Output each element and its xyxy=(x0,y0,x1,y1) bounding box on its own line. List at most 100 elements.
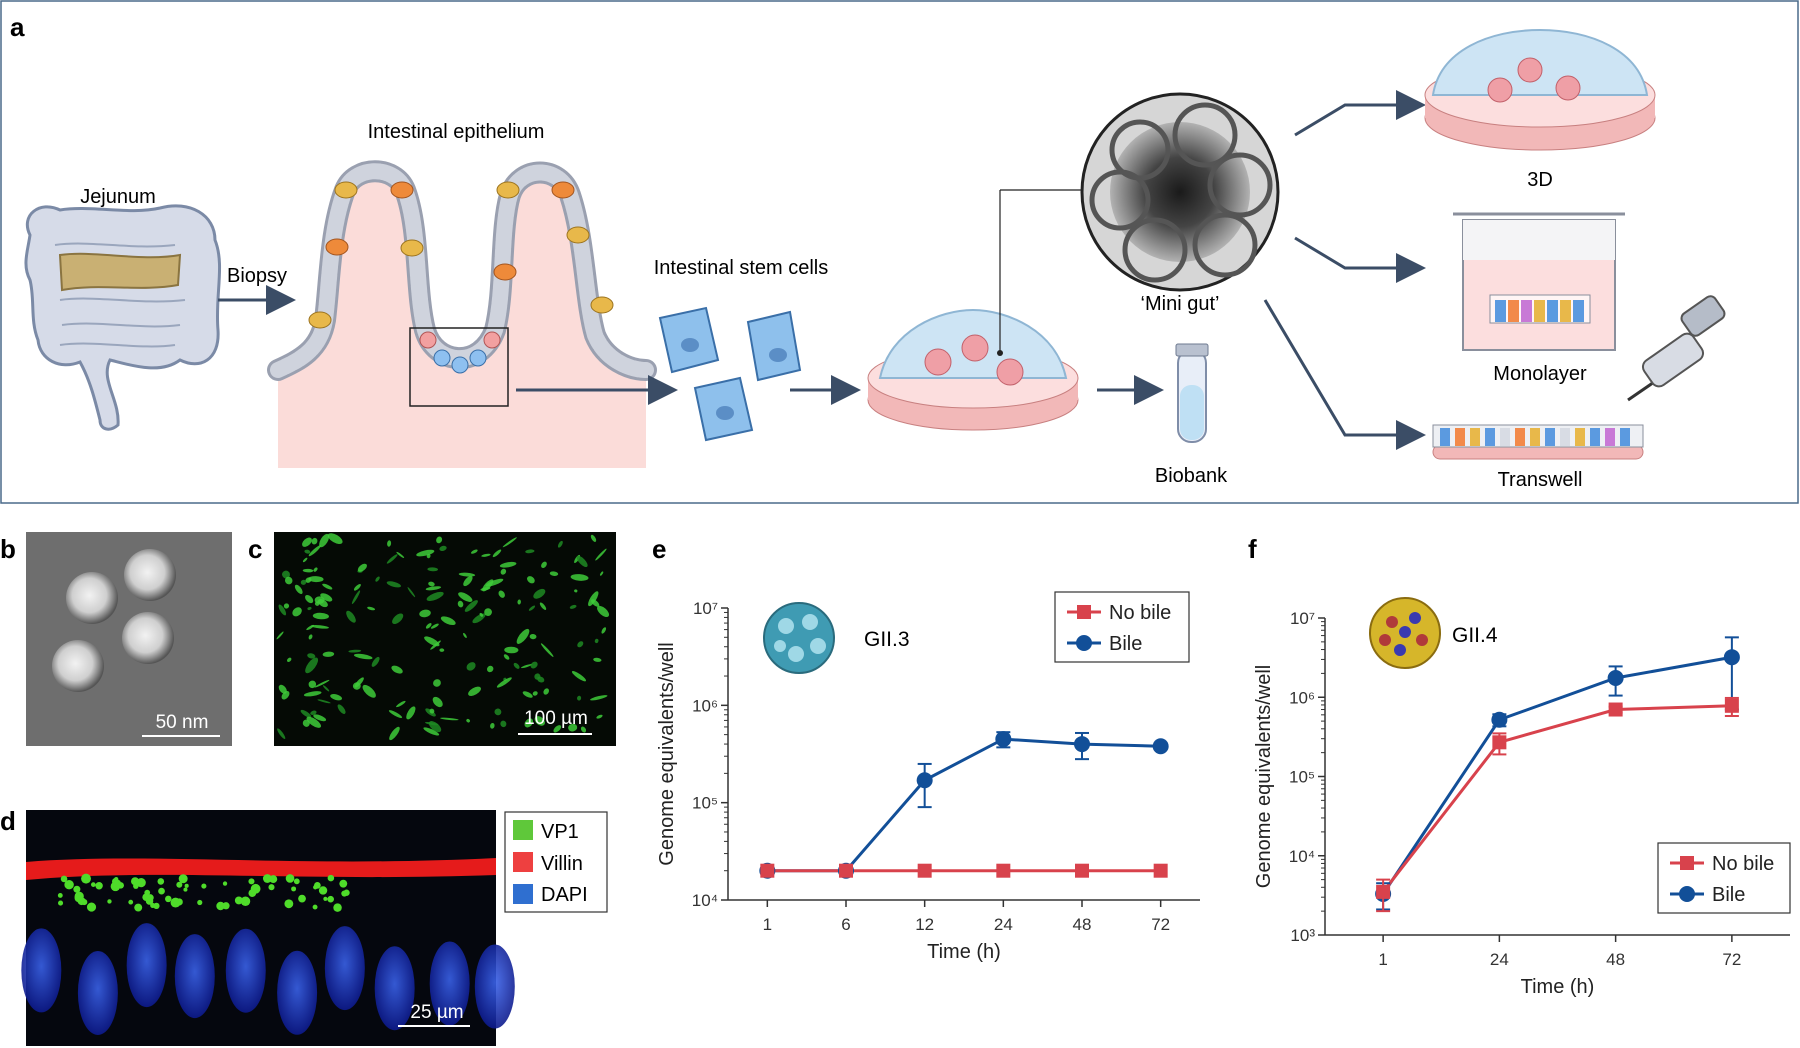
series-line-no-bile xyxy=(1381,704,1732,893)
vp1-punctum xyxy=(234,896,243,905)
vp1-punctum xyxy=(64,879,74,890)
vp1-speck xyxy=(496,677,512,688)
vlp-particle xyxy=(66,572,118,624)
y-axis-label: Genome equivalents/well xyxy=(656,642,678,865)
vp1-speck xyxy=(520,664,533,669)
vp1-punctum xyxy=(222,881,228,886)
vp1-speck xyxy=(302,568,314,573)
annotation-gii4: GII.4 xyxy=(1452,624,1498,647)
biobank-tube xyxy=(1175,343,1209,443)
arrow-to-3d xyxy=(1294,90,1426,137)
x-tick-label: 72 xyxy=(1151,915,1170,934)
stem-cells-label: Intestinal stem cells xyxy=(654,257,829,279)
vp1-speck xyxy=(312,612,329,620)
dome-culture xyxy=(867,308,1079,431)
fluorescence-image xyxy=(274,532,616,746)
data-point-circle xyxy=(995,731,1012,748)
vp1-speck xyxy=(427,567,439,572)
vp1-speck xyxy=(553,725,562,733)
vp1-punctum xyxy=(133,883,139,889)
x-tick-label: 24 xyxy=(994,915,1013,934)
vp1-speck xyxy=(601,627,607,634)
legend-box xyxy=(1054,591,1190,663)
vp1-punctum xyxy=(165,895,172,903)
vp1-punctum xyxy=(327,874,335,882)
vp1-speck xyxy=(426,591,444,601)
scale-label-b: 50 nm xyxy=(156,712,209,733)
biobank-label: Biobank xyxy=(1155,465,1228,487)
vp1-punctum xyxy=(183,887,188,892)
vp1-speck xyxy=(500,568,507,575)
vp1-speck xyxy=(470,549,478,554)
vp1-speck xyxy=(570,574,589,581)
y-tick-label: 10⁷ xyxy=(1290,609,1315,628)
vp1-speck xyxy=(307,653,316,659)
legend-marker xyxy=(1076,635,1092,651)
vp1-punctum xyxy=(58,900,64,906)
vp1-punctum xyxy=(170,897,181,908)
vp1-speck xyxy=(330,694,343,701)
panel-e-letter: e xyxy=(652,534,666,564)
data-point-square xyxy=(1724,698,1739,713)
panel-b-letter: b xyxy=(0,534,16,564)
vp1-speck xyxy=(457,600,464,608)
vp1-speck xyxy=(486,665,494,673)
vp1-speck xyxy=(314,679,330,688)
vp1-speck xyxy=(428,581,435,587)
x-axis-label: Time (h) xyxy=(927,941,1001,963)
dapi-nucleus xyxy=(225,928,266,1013)
vp1-speck xyxy=(283,603,290,609)
vlp-particle xyxy=(122,612,174,664)
x-tick-label: 48 xyxy=(1073,915,1092,934)
vp1-punctum xyxy=(73,885,81,893)
vp1-punctum xyxy=(248,889,257,897)
vp1-punctum xyxy=(136,877,146,888)
dapi-nucleus xyxy=(324,926,365,1011)
panel-b: b 50 nm xyxy=(0,532,232,746)
vp1-speck xyxy=(532,691,538,696)
vp1-punctum xyxy=(146,894,154,902)
jejunum-label: Jejunum xyxy=(80,186,156,208)
legend-marker xyxy=(1680,856,1694,870)
vp1-speck xyxy=(277,728,286,740)
intestine-illustration xyxy=(24,204,222,431)
vp1-speck xyxy=(541,561,547,569)
vp1-speck xyxy=(500,720,507,728)
vp1-speck xyxy=(354,677,364,688)
vp1-speck xyxy=(593,657,602,662)
vp1-speck xyxy=(429,708,435,714)
vp1-speck xyxy=(504,646,519,654)
vp1-speck xyxy=(464,600,478,612)
scale-label-d: 25 µm xyxy=(410,1002,463,1023)
vp1-speck xyxy=(386,581,401,588)
vp1-punctum xyxy=(293,878,300,885)
vp1-speck xyxy=(371,656,380,667)
vp1-punctum xyxy=(153,902,160,910)
panel-f-letter: f xyxy=(1248,534,1257,564)
vp1-speck xyxy=(576,555,588,568)
vp1-punctum xyxy=(284,899,294,909)
vp1-speck xyxy=(436,536,443,544)
vp1-speck xyxy=(322,685,330,692)
vp1-speck xyxy=(308,680,317,689)
panel-c-letter: c xyxy=(248,534,262,564)
monolayer-label: Monolayer xyxy=(1493,363,1587,385)
vp1-speck xyxy=(569,604,577,609)
vp1-speck xyxy=(387,540,392,547)
vp1-speck xyxy=(314,596,325,604)
vp1-speck xyxy=(406,706,416,720)
y-tick-label: 10⁴ xyxy=(692,891,718,910)
vp1-speck xyxy=(543,688,550,695)
vp1-speck xyxy=(516,628,530,644)
vp1-speck xyxy=(530,661,538,669)
vp1-punctum xyxy=(134,903,143,912)
vp1-speck xyxy=(306,624,315,631)
vp1-speck xyxy=(389,726,400,741)
data-point-square xyxy=(1075,863,1089,878)
vp1-speck xyxy=(425,722,439,726)
